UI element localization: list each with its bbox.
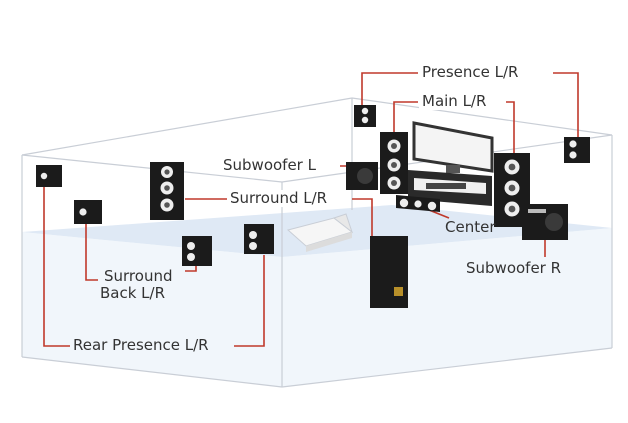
av-rack bbox=[408, 170, 492, 206]
label-surround-back-line2: Back L/R bbox=[100, 284, 166, 302]
label-presence: Presence L/R bbox=[419, 64, 522, 81]
leader-main-left bbox=[393, 101, 418, 132]
main-left-speaker bbox=[380, 132, 408, 194]
label-center: Center bbox=[445, 218, 496, 236]
rear-presence-right-speaker bbox=[244, 224, 274, 254]
label-surround-back: Surround Back L/R bbox=[100, 268, 172, 302]
center-speaker bbox=[396, 195, 440, 212]
label-surround-back-line1: Surround bbox=[104, 267, 173, 285]
leader-surround-back-right bbox=[185, 265, 197, 272]
leader-presence-right bbox=[553, 72, 579, 137]
leader-surround-right bbox=[352, 198, 373, 236]
listening-seat bbox=[286, 213, 354, 252]
leader-rear-presence-left bbox=[43, 187, 70, 347]
leader-main-right bbox=[506, 101, 515, 153]
room-floor-right bbox=[282, 228, 612, 387]
subwoofer-left bbox=[346, 162, 378, 190]
leader-rear-presence-right bbox=[234, 255, 265, 347]
presence-left-speaker bbox=[354, 105, 376, 127]
tv bbox=[412, 121, 494, 173]
label-subwoofer-r: Subwoofer R bbox=[466, 259, 562, 277]
surround-back-right-speaker bbox=[182, 236, 212, 266]
subwoofer-right bbox=[522, 204, 568, 240]
leader-surround-back bbox=[85, 223, 98, 281]
label-surround: Surround L/R bbox=[227, 190, 331, 207]
label-subwoofer-l: Subwoofer L bbox=[220, 157, 319, 174]
surround-right-speaker bbox=[370, 236, 408, 308]
leader-lines bbox=[43, 72, 579, 347]
leader-presence-left bbox=[361, 72, 418, 105]
surround-back-left-speaker bbox=[74, 200, 102, 224]
room-wireframe bbox=[21, 97, 613, 388]
label-rear-presence: Rear Presence L/R bbox=[73, 336, 209, 354]
surround-left-speaker bbox=[150, 162, 184, 220]
presence-right-speaker bbox=[564, 137, 590, 163]
leader-center bbox=[428, 209, 450, 219]
label-main: Main L/R bbox=[419, 93, 490, 110]
rear-presence-left-speaker bbox=[36, 165, 62, 187]
room-floor-front bbox=[22, 232, 282, 387]
